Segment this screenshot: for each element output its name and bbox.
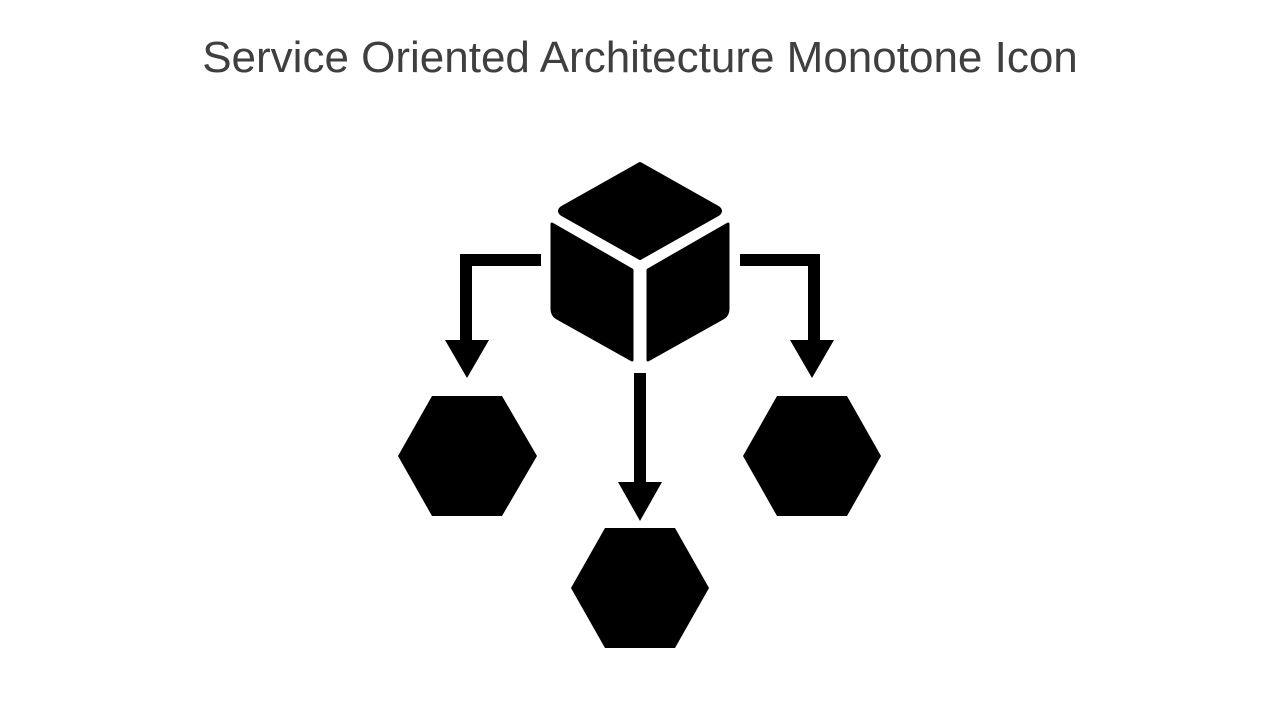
hexagon-icon <box>571 528 709 648</box>
left-connector-arrow <box>445 254 541 378</box>
right-connector-arrow <box>740 254 834 378</box>
cube-icon <box>550 162 730 362</box>
center-arrow-shaft <box>634 373 646 485</box>
right-arrow-horizontal <box>740 254 820 266</box>
cube-right-face <box>646 222 730 362</box>
center-connector-arrow <box>618 373 662 521</box>
left-arrow-head <box>445 340 489 378</box>
left-arrow-horizontal <box>460 254 541 266</box>
right-arrow-head <box>790 340 834 378</box>
left-arrow-vertical <box>460 254 472 344</box>
hexagon-icon <box>743 396 881 516</box>
hexagon-icon <box>398 396 537 516</box>
right-arrow-vertical <box>808 254 820 344</box>
cube-left-face <box>550 222 634 362</box>
cube-top-face <box>558 162 722 260</box>
center-arrow-head <box>618 482 662 521</box>
slide-title: Service Oriented Architecture Monotone I… <box>202 33 1078 82</box>
